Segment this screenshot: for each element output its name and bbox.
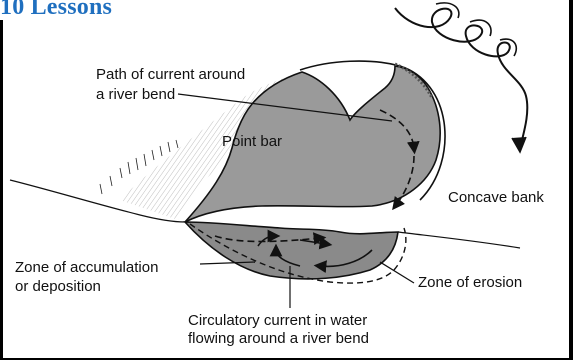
- label-path-of-current-line2: a river bend: [96, 86, 175, 103]
- label-path-of-current-line1: Path of current around: [96, 66, 245, 83]
- label-point-bar: Point bar: [222, 133, 282, 150]
- label-zone-of-accumulation-line1: Zone of accumulation: [15, 259, 158, 276]
- label-zone-of-accumulation-line2: or deposition: [15, 278, 101, 295]
- right-ground-line: [398, 232, 520, 248]
- label-concave-bank: Concave bank: [448, 189, 544, 206]
- channel-cross-section: [185, 222, 398, 279]
- label-circulatory-current-line2: flowing around a river bend: [188, 330, 369, 347]
- page-title: 10 Lessons: [0, 0, 112, 21]
- label-zone-of-erosion: Zone of erosion: [418, 274, 522, 291]
- label-circulatory-current-line1: Circulatory current in water: [188, 312, 367, 329]
